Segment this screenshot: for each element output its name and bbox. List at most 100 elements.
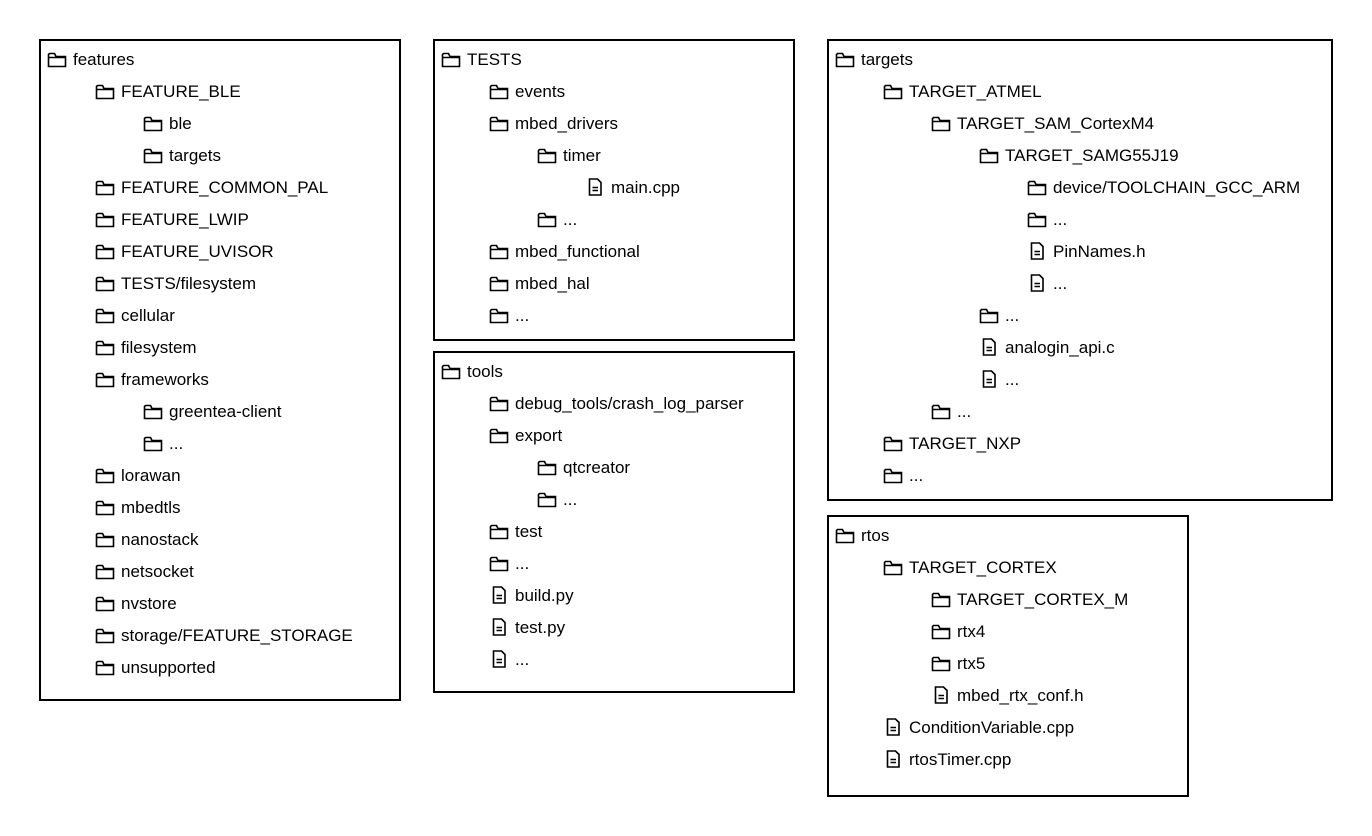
tree-folder-item[interactable]: FEATURE_COMMON_PAL — [95, 171, 328, 203]
file-icon — [883, 749, 903, 769]
tree-folder-item[interactable]: export — [489, 419, 562, 451]
tree-folder-item[interactable]: test — [489, 515, 542, 547]
tree-item-label: ... — [563, 209, 578, 229]
tree-folder-item[interactable]: ... — [489, 299, 529, 331]
tree-item-label: timer — [563, 145, 601, 165]
tree-item-label: TARGET_CORTEX_M — [957, 589, 1129, 609]
folder-icon — [489, 425, 509, 445]
folder-icon — [931, 653, 951, 673]
tree-root-item[interactable]: tools — [441, 355, 503, 387]
tree-folder-item[interactable]: mbed_drivers — [489, 107, 618, 139]
tree-file-item[interactable]: main.cpp — [585, 171, 680, 203]
tree-folder-item[interactable]: rtx4 — [931, 615, 985, 647]
tree-item-label: mbed_functional — [515, 241, 640, 261]
tree-item-label: ... — [515, 305, 530, 325]
tree-folder-item[interactable]: ... — [931, 395, 971, 427]
tree-folder-item[interactable]: mbedtls — [95, 491, 181, 523]
tree-folder-item[interactable]: rtx5 — [931, 647, 985, 679]
folder-icon — [489, 113, 509, 133]
tree-item-label: device/TOOLCHAIN_GCC_ARM — [1053, 177, 1301, 197]
folder-icon — [95, 81, 115, 101]
tree-folder-item[interactable]: lorawan — [95, 459, 181, 491]
tree-folder-item[interactable]: frameworks — [95, 363, 209, 395]
tree-folder-item[interactable]: FEATURE_UVISOR — [95, 235, 274, 267]
tree-folder-item[interactable]: mbed_hal — [489, 267, 590, 299]
tree-folder-item[interactable]: ble — [143, 107, 192, 139]
tree-folder-item[interactable]: ... — [537, 203, 577, 235]
tree-root-item[interactable]: rtos — [835, 519, 889, 551]
tree-file-item[interactable]: PinNames.h — [1027, 235, 1146, 267]
tree-folder-item[interactable]: cellular — [95, 299, 175, 331]
tree-file-item[interactable]: ... — [979, 363, 1019, 395]
tree-root-item[interactable]: features — [47, 43, 134, 75]
folder-icon — [95, 657, 115, 677]
tree-folder-item[interactable]: nanostack — [95, 523, 199, 555]
tree-item-label: ... — [563, 489, 578, 509]
folder-icon — [441, 49, 461, 69]
folder-icon — [95, 497, 115, 517]
tree-folder-item[interactable]: TESTS/filesystem — [95, 267, 256, 299]
tree-folder-item[interactable]: FEATURE_BLE — [95, 75, 241, 107]
tree-folder-item[interactable]: qtcreator — [537, 451, 630, 483]
tree-file-item[interactable]: ... — [489, 643, 529, 675]
tree-folder-item[interactable]: nvstore — [95, 587, 177, 619]
tree-folder-item[interactable]: netsocket — [95, 555, 194, 587]
tree-root-item[interactable]: targets — [835, 43, 913, 75]
tree-item-label: FEATURE_BLE — [121, 81, 241, 101]
tree-folder-item[interactable]: device/TOOLCHAIN_GCC_ARM — [1027, 171, 1300, 203]
tree-folder-item[interactable]: mbed_functional — [489, 235, 640, 267]
folder-icon — [95, 369, 115, 389]
tree-folder-item[interactable]: events — [489, 75, 565, 107]
folder-icon — [883, 557, 903, 577]
tree-folder-item[interactable]: TARGET_CORTEX — [883, 551, 1057, 583]
tree-file-item[interactable]: ... — [1027, 267, 1067, 299]
tree-file-item[interactable]: ConditionVariable.cpp — [883, 711, 1074, 743]
tree-folder-item[interactable]: ... — [143, 427, 183, 459]
tree-folder-item[interactable]: unsupported — [95, 651, 216, 683]
tree-item-label: frameworks — [121, 369, 209, 389]
tree-folder-item[interactable]: TARGET_SAMG55J19 — [979, 139, 1179, 171]
tree-folder-item[interactable]: timer — [537, 139, 601, 171]
file-icon — [931, 685, 951, 705]
tree-file-item[interactable]: rtosTimer.cpp — [883, 743, 1011, 775]
file-icon — [979, 337, 999, 357]
file-icon — [883, 717, 903, 737]
tree-root-item[interactable]: TESTS — [441, 43, 522, 75]
tree-folder-item[interactable]: TARGET_CORTEX_M — [931, 583, 1128, 615]
tree-item-label: rtx5 — [957, 653, 986, 673]
tree-folder-item[interactable]: TARGET_SAM_CortexM4 — [931, 107, 1154, 139]
tree-folder-item[interactable]: ... — [537, 483, 577, 515]
tree-folder-item[interactable]: TARGET_NXP — [883, 427, 1021, 459]
tree-folder-item[interactable]: FEATURE_LWIP — [95, 203, 249, 235]
tree-item-label: unsupported — [121, 657, 216, 677]
tree-item-label: mbedtls — [121, 497, 181, 517]
tree-folder-item[interactable]: ... — [1027, 203, 1067, 235]
tree-folder-item[interactable]: targets — [143, 139, 221, 171]
tree-file-item[interactable]: build.py — [489, 579, 574, 611]
folder-icon — [95, 625, 115, 645]
tree-item-label: TARGET_CORTEX — [909, 557, 1057, 577]
file-icon — [489, 585, 509, 605]
tree-folder-item[interactable]: filesystem — [95, 331, 197, 363]
tree-folder-item[interactable]: ... — [979, 299, 1019, 331]
folder-icon — [441, 361, 461, 381]
tree-item-label: ... — [1053, 209, 1068, 229]
folder-icon — [95, 241, 115, 261]
tree-folder-item[interactable]: ... — [489, 547, 529, 579]
tree-item-label: analogin_api.c — [1005, 337, 1115, 357]
folder-icon — [979, 305, 999, 325]
tree-file-item[interactable]: analogin_api.c — [979, 331, 1115, 363]
tree-folder-item[interactable]: debug_tools/crash_log_parser — [489, 387, 744, 419]
tree-folder-item[interactable]: storage/FEATURE_STORAGE — [95, 619, 353, 651]
tree-folder-item[interactable]: TARGET_ATMEL — [883, 75, 1042, 107]
folder-icon — [883, 433, 903, 453]
tree-folder-item[interactable]: greentea-client — [143, 395, 281, 427]
tree-item-label: TARGET_SAM_CortexM4 — [957, 113, 1155, 133]
tree-folder-item[interactable]: ... — [883, 459, 923, 491]
tree-file-item[interactable]: mbed_rtx_conf.h — [931, 679, 1084, 711]
tree-file-item[interactable]: test.py — [489, 611, 565, 643]
tree-item-label: test — [515, 521, 543, 541]
folder-icon — [95, 593, 115, 613]
